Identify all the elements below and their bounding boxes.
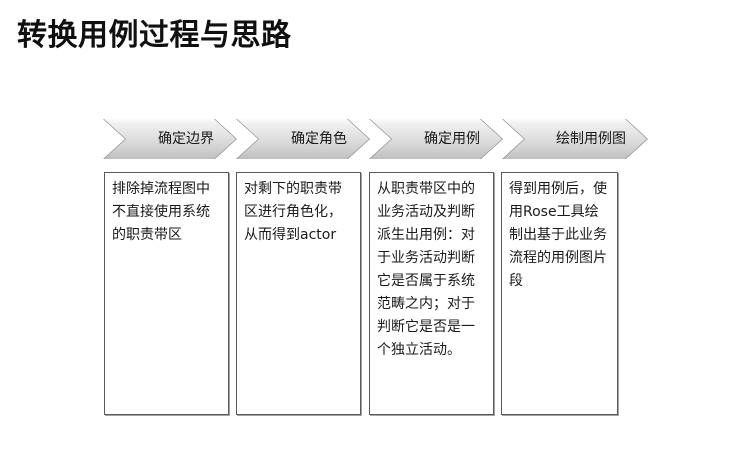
chevron-step-4[interactable] (503, 119, 647, 159)
chevron-step-1[interactable] (104, 119, 236, 159)
detail-box-2[interactable]: 对剩下的职责带区进行角色化，从而得到actor (236, 172, 361, 415)
process-chevron-band: 确定边界 确定角色 确定用例 绘制用例图 (103, 119, 648, 159)
detail-box-4[interactable]: 得到用例后，使用Rose工具绘制出基于此业务流程的用例图片段 (501, 172, 618, 415)
chevron-label-1: 确定边界 (158, 131, 214, 147)
chevron-label-3: 确定用例 (424, 131, 480, 147)
chevron-step-3[interactable] (370, 119, 502, 159)
detail-box-3[interactable]: 从职责带区中的业务活动及判断派生出用例：对于业务活动判断它是否属于系统范畴之内；… (369, 172, 494, 415)
detail-text-3: 从职责带区中的业务活动及判断派生出用例：对于业务活动判断它是否属于系统范畴之内；… (377, 181, 475, 358)
detail-text-1: 排除掉流程图中不直接使用系统的职责带区 (112, 181, 210, 243)
chevron-step-2[interactable] (237, 119, 369, 159)
detail-text-2: 对剩下的职责带区进行角色化，从而得到actor (244, 181, 342, 243)
detail-box-1[interactable]: 排除掉流程图中不直接使用系统的职责带区 (104, 172, 229, 415)
detail-text-4: 得到用例后，使用Rose工具绘制出基于此业务流程的用例图片段 (509, 181, 607, 289)
chevron-label-2: 确定角色 (291, 131, 347, 147)
page-title: 转换用例过程与思路 (17, 18, 292, 53)
chevron-label-4: 绘制用例图 (556, 131, 626, 147)
